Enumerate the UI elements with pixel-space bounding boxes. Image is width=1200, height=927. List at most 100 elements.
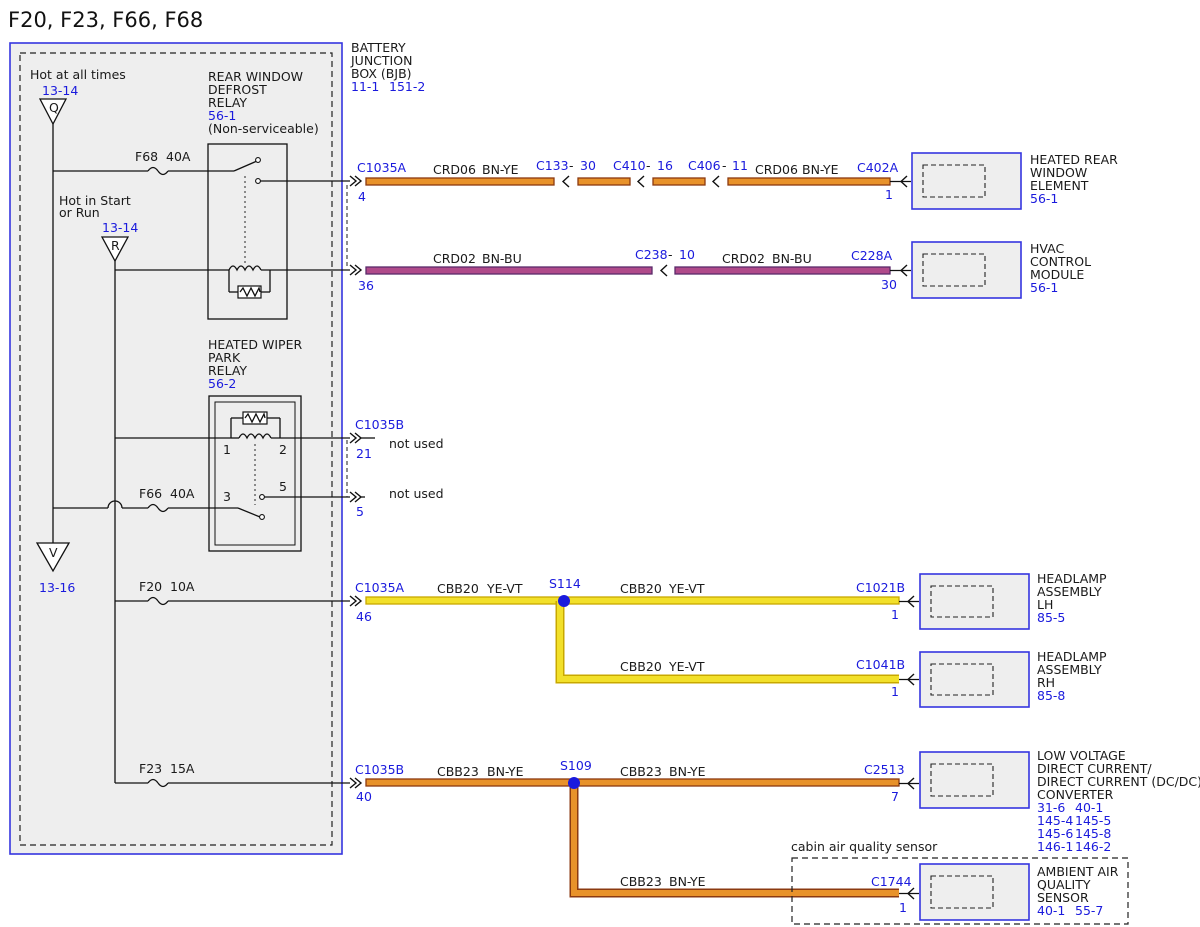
v-letter: V bbox=[49, 545, 58, 560]
defrost-relay-label-1: REAR WINDOW bbox=[208, 69, 303, 84]
c6-conn: C1035B bbox=[355, 762, 404, 777]
c5-conn: C1035A bbox=[355, 580, 405, 595]
fuse-f23-amp: 15A bbox=[170, 761, 195, 776]
c5-pin: 46 bbox=[356, 609, 372, 624]
wire-cbb20 bbox=[365, 596, 900, 684]
bjb-label-1: BATTERY bbox=[351, 40, 406, 55]
c2-wire: CRD02 bbox=[433, 251, 476, 266]
c6-dcdc-2: DIRECT CURRENT/ bbox=[1037, 761, 1152, 776]
c6-aqs-ref-2: 55-7 bbox=[1075, 903, 1103, 918]
wire-cbb23 bbox=[365, 778, 900, 898]
aqs-option-dashed bbox=[791, 857, 1129, 925]
c5-lh-ref: 85-5 bbox=[1037, 610, 1065, 625]
c6-dcdc-end-conn: C2513 bbox=[864, 762, 905, 777]
hot-run-label-2: or Run bbox=[59, 205, 100, 220]
bjb-ref-2: 151-2 bbox=[389, 79, 425, 94]
c5-lh-end-pin: 1 bbox=[891, 607, 899, 622]
c1-color: BN-YE bbox=[482, 162, 519, 177]
c2-comp-1: HVAC bbox=[1030, 241, 1064, 256]
wiper-relay-label-1: HEATED WIPER bbox=[208, 337, 302, 352]
c6-dcdc-3: DIRECT CURRENT (DC/DC) bbox=[1037, 774, 1200, 789]
headlamp-rh-box bbox=[919, 651, 1030, 708]
c1-wire: CRD06 bbox=[433, 162, 476, 177]
wiper-relay-label-3: RELAY bbox=[208, 363, 247, 378]
defrost-relay-label-2: DEFROST bbox=[208, 82, 267, 97]
c6-aqs-3: SENSOR bbox=[1037, 890, 1089, 905]
q-letter: Q bbox=[49, 100, 59, 115]
c6-aqs-ref-1: 40-1 bbox=[1037, 903, 1065, 918]
c2-inline1: C238 bbox=[635, 247, 668, 262]
c6-dcdc-ref-1: 40-1 bbox=[1075, 800, 1103, 815]
c5-rh-1: HEADLAMP bbox=[1037, 649, 1107, 664]
c5-lh-1: HEADLAMP bbox=[1037, 571, 1107, 586]
c4-note: not used bbox=[389, 486, 444, 501]
c6-dcdc-ref-7: 146-2 bbox=[1075, 839, 1111, 854]
c3-note: not used bbox=[389, 436, 444, 451]
c6-aqs-color: BN-YE bbox=[669, 874, 706, 889]
c5-rh-end-pin: 1 bbox=[891, 684, 899, 699]
c1-comp-1: HEATED REAR bbox=[1030, 152, 1118, 167]
svg-text:-: - bbox=[646, 158, 651, 173]
v-ref: 13-16 bbox=[39, 580, 75, 595]
v-triangle-icon bbox=[35, 542, 71, 573]
wiper-relay-pin-3: 3 bbox=[223, 489, 231, 504]
c5-lh-wire: CBB20 bbox=[620, 581, 662, 596]
c2-inline1-pin: 10 bbox=[679, 247, 695, 262]
c6-aqs-1: AMBIENT AIR bbox=[1037, 864, 1119, 879]
c6-aqs-end-pin: 1 bbox=[899, 900, 907, 915]
defrost-relay-box bbox=[207, 143, 288, 320]
c6-dcdc-1: LOW VOLTAGE bbox=[1037, 748, 1126, 763]
fuse-f20-name: F20 bbox=[139, 579, 162, 594]
c6-dcdc-ref-5: 145-8 bbox=[1075, 826, 1111, 841]
hot-always-label: Hot at all times bbox=[30, 67, 126, 82]
fuse-f68-name: F68 bbox=[135, 149, 158, 164]
c2-end-pin: 30 bbox=[881, 277, 897, 292]
c5-rh-wire: CBB20 bbox=[620, 659, 662, 674]
c6-dcdc-ref-3: 145-5 bbox=[1075, 813, 1111, 828]
c6-dcdc-ref-4: 145-6 bbox=[1037, 826, 1073, 841]
svg-text:-: - bbox=[569, 158, 574, 173]
bjb-ref-1: 11-1 bbox=[351, 79, 379, 94]
wiper-relay-pin-5: 5 bbox=[279, 479, 287, 494]
heated-rear-window-box bbox=[911, 152, 1022, 210]
aqs-sensor-box bbox=[919, 863, 1030, 921]
c6-dcdc-ref-6: 146-1 bbox=[1037, 839, 1073, 854]
c2-color: BN-BU bbox=[482, 251, 522, 266]
c2-color2: BN-BU bbox=[772, 251, 812, 266]
defrost-relay-ref: 56-1 bbox=[208, 108, 236, 123]
c5-lh-2: ASSEMBLY bbox=[1037, 584, 1102, 599]
c2-wire2: CRD02 bbox=[722, 251, 765, 266]
c5-lh-end-conn: C1021B bbox=[856, 580, 905, 595]
c1-wire2: CRD06 bbox=[755, 162, 798, 177]
splice-s109 bbox=[568, 777, 580, 789]
c5-rh-end-conn: C1041B bbox=[856, 657, 905, 672]
hvac-module-box bbox=[911, 241, 1022, 299]
c1-color2: BN-YE bbox=[802, 162, 839, 177]
defrost-relay-note: (Non-serviceable) bbox=[208, 121, 319, 136]
wiper-relay-label-2: PARK bbox=[208, 350, 241, 365]
fuse-f66-name: F66 bbox=[139, 486, 162, 501]
c6-dcdc-ref-0: 31-6 bbox=[1037, 800, 1065, 815]
c6-pin: 40 bbox=[356, 789, 372, 804]
c5-lh-color: YE-VT bbox=[668, 581, 705, 596]
c6-wire: CBB23 bbox=[437, 764, 479, 779]
svg-text:-: - bbox=[722, 158, 727, 173]
c6-aqs-end-conn: C1744 bbox=[871, 874, 912, 889]
bjb-label-2: JUNCTION bbox=[350, 53, 412, 68]
c6-dcdc-color: BN-YE bbox=[669, 764, 706, 779]
c1-inline3: C406 bbox=[688, 158, 721, 173]
c1-inline1: C133 bbox=[536, 158, 569, 173]
c2-pin: 36 bbox=[358, 278, 374, 293]
wiper-relay-box bbox=[208, 395, 302, 552]
wiper-relay-pin-1: 1 bbox=[223, 442, 231, 457]
c1-comp-ref: 56-1 bbox=[1030, 191, 1058, 206]
c3-pin: 21 bbox=[356, 446, 372, 461]
c3-conn: C1035B bbox=[355, 417, 404, 432]
wiper-relay-pin-2: 2 bbox=[279, 442, 287, 457]
bjb-label-3: BOX (BJB) bbox=[351, 66, 412, 81]
c6-aqs-2: QUALITY bbox=[1037, 877, 1091, 892]
c5-color: YE-VT bbox=[486, 581, 523, 596]
c6-aqs-wire: CBB23 bbox=[620, 874, 662, 889]
r-triangle-icon bbox=[100, 236, 130, 263]
fuse-f20-amp: 10A bbox=[170, 579, 195, 594]
